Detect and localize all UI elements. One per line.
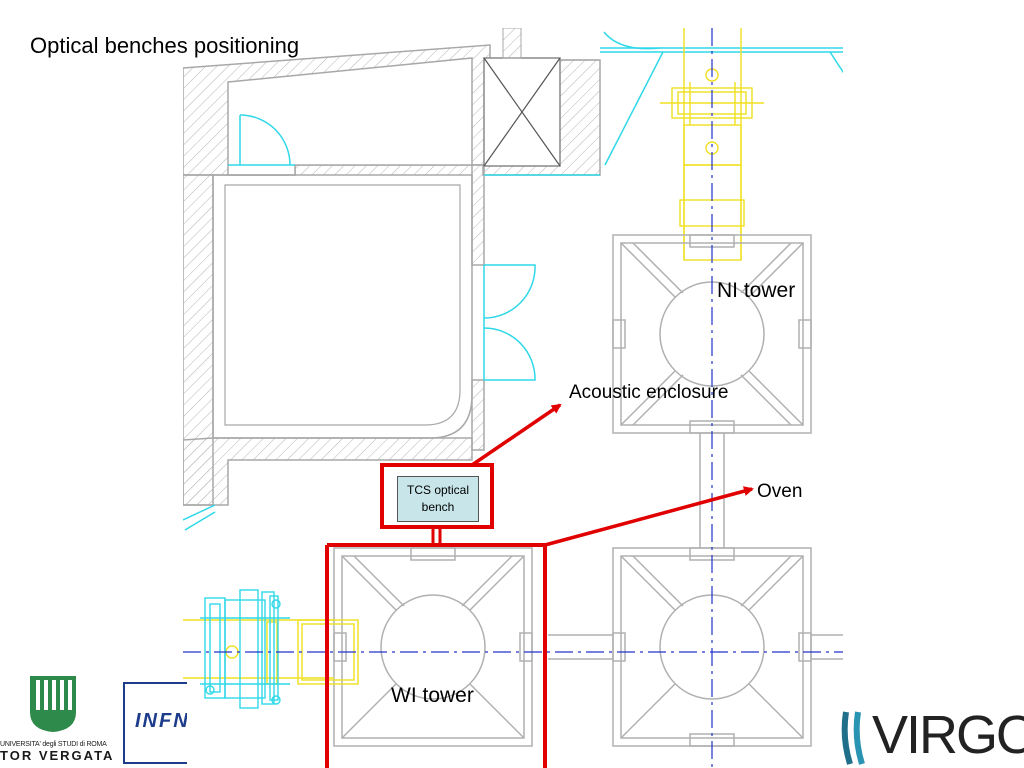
virgo-logo: VIRGO — [838, 700, 1024, 768]
arrow-icon — [544, 486, 754, 547]
slide-title: Optical benches positioning — [30, 33, 300, 58]
acoustic-enclosure-label: Acoustic enclosure — [569, 382, 729, 403]
tor-vergata-line2: TOR VERGATA — [0, 748, 115, 763]
ni-yellow-components — [660, 28, 764, 261]
red-highlights — [325, 403, 754, 768]
infn-logo: INFN — [123, 682, 187, 764]
oven-label: Oven — [757, 481, 803, 502]
arrow-icon — [471, 403, 562, 467]
tor-vergata-emblem-icon — [30, 676, 76, 732]
virgo-logo-text: VIRGO — [872, 705, 1024, 765]
tcs-optical-bench-label: TCS optical bench — [406, 483, 470, 514]
wi-tower-frame — [333, 547, 533, 747]
wi-tower-label: WI tower — [391, 684, 474, 707]
infn-logo-text: INFN — [135, 710, 187, 732]
tcs-optical-bench-box: TCS optical bench — [397, 476, 479, 522]
beam-axes — [183, 28, 843, 768]
virgo-swoosh-icon — [841, 711, 865, 765]
wi-side-components — [183, 589, 359, 709]
ni-tower-label: NI tower — [717, 279, 796, 302]
tor-vergata-logo: UNIVERSITA' degli STUDI di ROMA TOR VERG… — [0, 672, 115, 764]
doors-cyan — [183, 31, 843, 531]
center-tower-frame — [548, 547, 843, 747]
building-walls — [183, 28, 601, 506]
tor-vergata-line1: UNIVERSITA' degli STUDI di ROMA — [0, 741, 107, 748]
